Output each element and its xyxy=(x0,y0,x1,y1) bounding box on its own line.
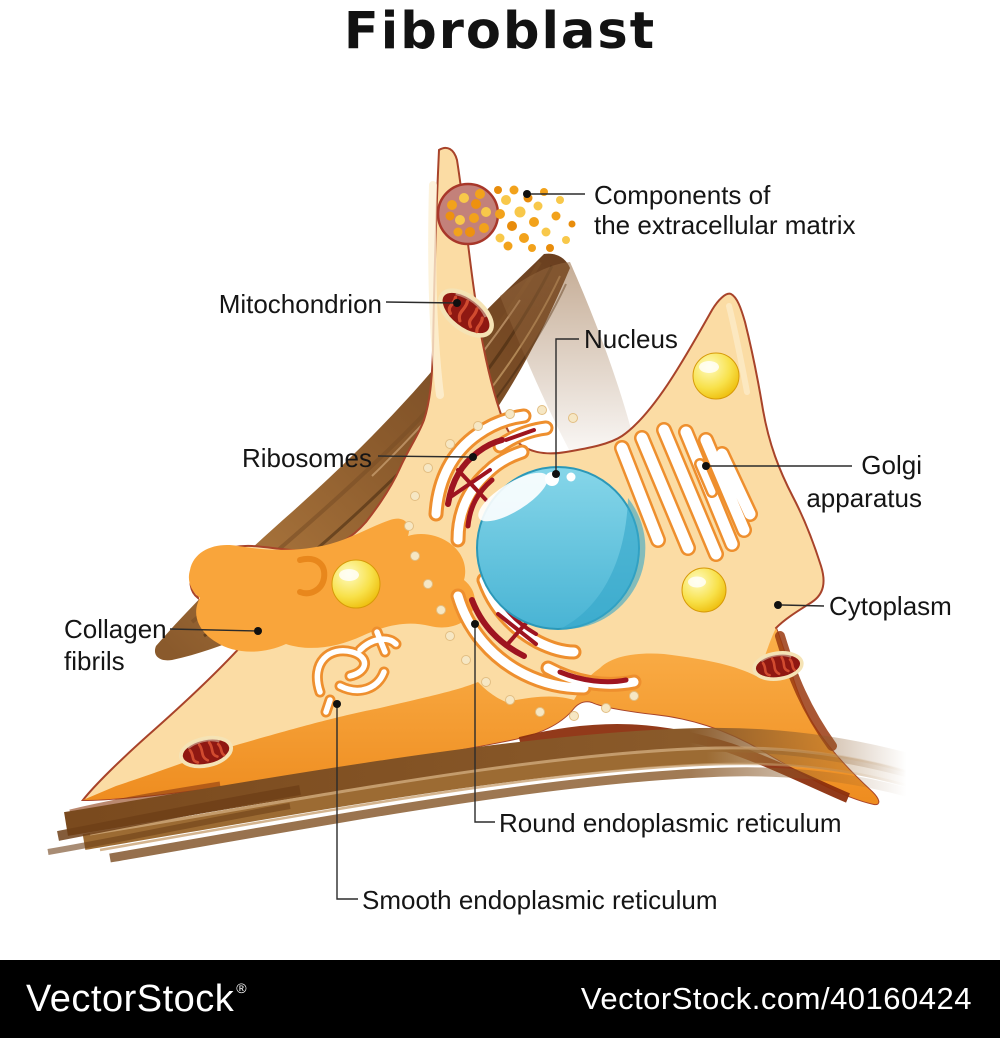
label-round-er: Round endoplasmic reticulum xyxy=(499,808,842,838)
golgi-apparatus xyxy=(614,422,758,562)
matrix-dots xyxy=(494,185,576,252)
vesicle-yellow-left xyxy=(331,559,381,609)
collagen-fibrils-bottom xyxy=(47,724,952,863)
watermark-brand: VectorStock® xyxy=(26,977,248,1020)
watermark-site-id: VectorStock.com/40160424 xyxy=(580,981,972,1016)
label-nucleus: Nucleus xyxy=(584,324,678,354)
nucleus xyxy=(476,466,646,630)
label-mitochondrion: Mitochondrion xyxy=(218,289,382,319)
vesicle-yellow-top xyxy=(692,352,740,400)
secretory-vesicle xyxy=(436,182,500,246)
label-smooth-er: Smooth endoplasmic reticulum xyxy=(362,885,718,915)
label-extracellular-matrix: Components of the extracellular matrix xyxy=(594,180,856,240)
vesicle-yellow-right xyxy=(681,567,727,613)
label-cytoplasm: Cytoplasm xyxy=(829,591,952,621)
label-ribosomes: Ribosomes xyxy=(241,443,372,473)
leader-lines xyxy=(169,190,852,900)
smooth-endoplasmic-reticulum xyxy=(311,626,402,718)
watermark-bar: VectorStock® VectorStock.com/40160424 xyxy=(0,960,1000,1038)
label-collagen-fibrils: Collagen fibrils xyxy=(64,614,167,676)
rough-endoplasmic-reticulum xyxy=(428,408,642,696)
registered-mark-icon: ® xyxy=(236,979,248,996)
label-golgi-apparatus: Golgi apparatus xyxy=(806,450,922,513)
cell-illustration xyxy=(47,146,952,900)
ribosome-dots xyxy=(404,405,639,721)
page-title: Fibroblast xyxy=(343,2,657,61)
